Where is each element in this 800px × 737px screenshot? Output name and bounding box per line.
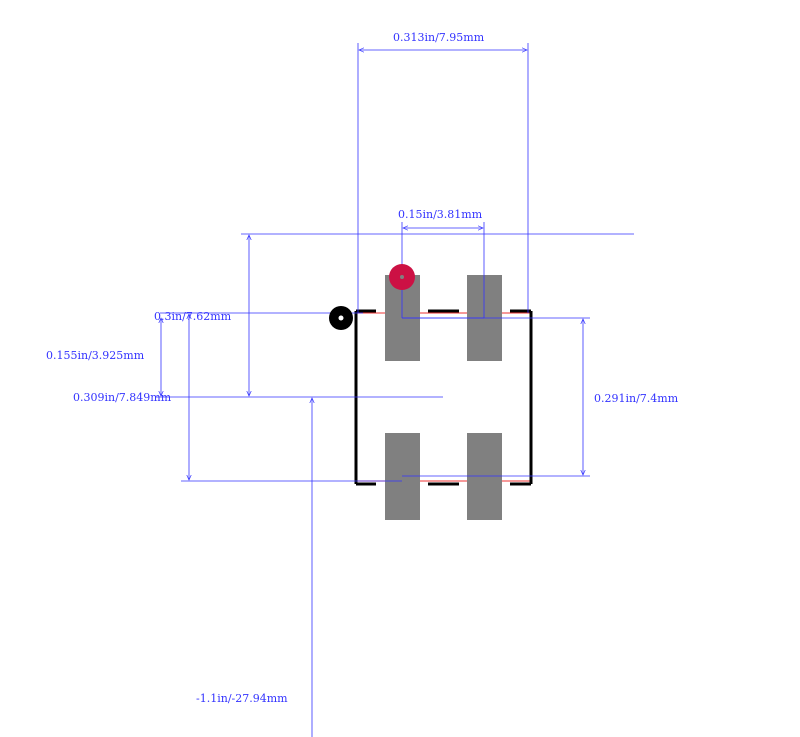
label-pad-pitch: 0.15in/3.81mm [398, 208, 483, 221]
origin-center-dot [338, 315, 344, 321]
label-origin-offset: -1.1in/-27.94mm [196, 692, 288, 705]
dimension-lines [155, 43, 634, 737]
label-pad-span: 0.3in/7.62mm [154, 310, 232, 323]
label-pad-row-offset: 0.155in/3.925mm [46, 349, 145, 362]
silkscreen-outline [354, 309, 533, 486]
label-overall-width: 0.313in/7.95mm [393, 31, 485, 44]
pin1-center-dot [400, 275, 404, 279]
pad-bottom-left [385, 433, 420, 520]
pad-bottom-right [467, 433, 502, 520]
label-body-height: 0.291in/7.4mm [594, 392, 679, 405]
label-overall-height: 0.309in/7.849mm [73, 391, 172, 404]
